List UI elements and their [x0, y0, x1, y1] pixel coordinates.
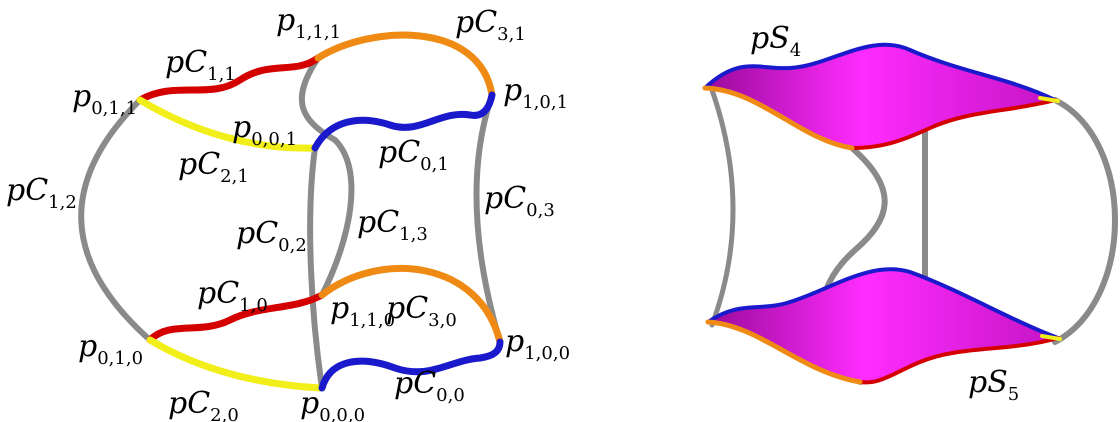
surface-pS5-left-edge [705, 319, 863, 385]
curve-pC30 [318, 265, 504, 346]
label-pC03: pC0,3 [484, 181, 555, 221]
surface-pS4-back-edge [703, 42, 1057, 102]
surface-left-edge-curve [709, 87, 736, 328]
label-pC30: pC3,0 [386, 291, 457, 331]
label-pS5: pS5 [968, 365, 1019, 405]
label-p010: p0,1,0 [78, 329, 143, 369]
label-p011: p0,1,1 [72, 79, 137, 119]
surface-pS5-back-edge [706, 267, 1060, 340]
label-pC10: pC1,0 [197, 276, 268, 316]
label-pC13: pC1,3 [357, 205, 428, 245]
curve-pC01 [311, 91, 496, 152]
curve-pC03 [473, 92, 503, 345]
label-pC20: pC2,0 [168, 386, 239, 422]
label-pC31: pC3,1 [455, 5, 526, 45]
label-pC12: pC1,2 [6, 173, 77, 213]
surface-pS4-left-edge [702, 85, 855, 151]
curve-pC11 [136, 54, 322, 104]
surface-right-arc-curve [1052, 97, 1118, 345]
surface-pS4-right-tip [1038, 96, 1060, 103]
label-p101: p1,0,1 [503, 73, 568, 113]
curve-pC12 [78, 97, 153, 343]
label-pC01: pC0,1 [378, 135, 449, 175]
label-p111: p1,1,1 [276, 3, 341, 43]
label-pC00: pC0,0 [394, 366, 465, 406]
curve-pC10 [146, 291, 326, 344]
curve-pC00 [318, 338, 504, 392]
surface-pS4-front-edge [850, 98, 1057, 150]
curve-pC13 [298, 55, 355, 298]
surface-pS5-right-tip [1040, 334, 1062, 341]
surface-pS4 [705, 44, 1055, 148]
label-pC11: pC1,1 [165, 45, 236, 85]
label-pC21: pC2,1 [178, 147, 249, 187]
surface-pS5 [708, 269, 1058, 383]
curve-pC31 [314, 31, 496, 99]
label-pS4: pS4 [750, 21, 801, 61]
label-p100: p1,0,0 [505, 324, 570, 364]
curve-pC20 [146, 336, 326, 392]
curve-network-diagram: p0,1,1 p1,1,1 p1,0,1 p0,0,1 p0,1,0 p1,1,… [6, 3, 570, 422]
surface-pS5-front-edge [858, 336, 1060, 385]
curve-pC21 [136, 96, 319, 152]
surface-diagram: pS4 pS5 [702, 21, 1118, 405]
label-p110: p1,1,0 [330, 291, 395, 331]
label-pC02: pC0,2 [236, 216, 307, 256]
label-p001: p0,0,1 [232, 110, 297, 150]
curve-pC02 [307, 145, 325, 391]
label-p000: p0,0,0 [300, 386, 365, 422]
